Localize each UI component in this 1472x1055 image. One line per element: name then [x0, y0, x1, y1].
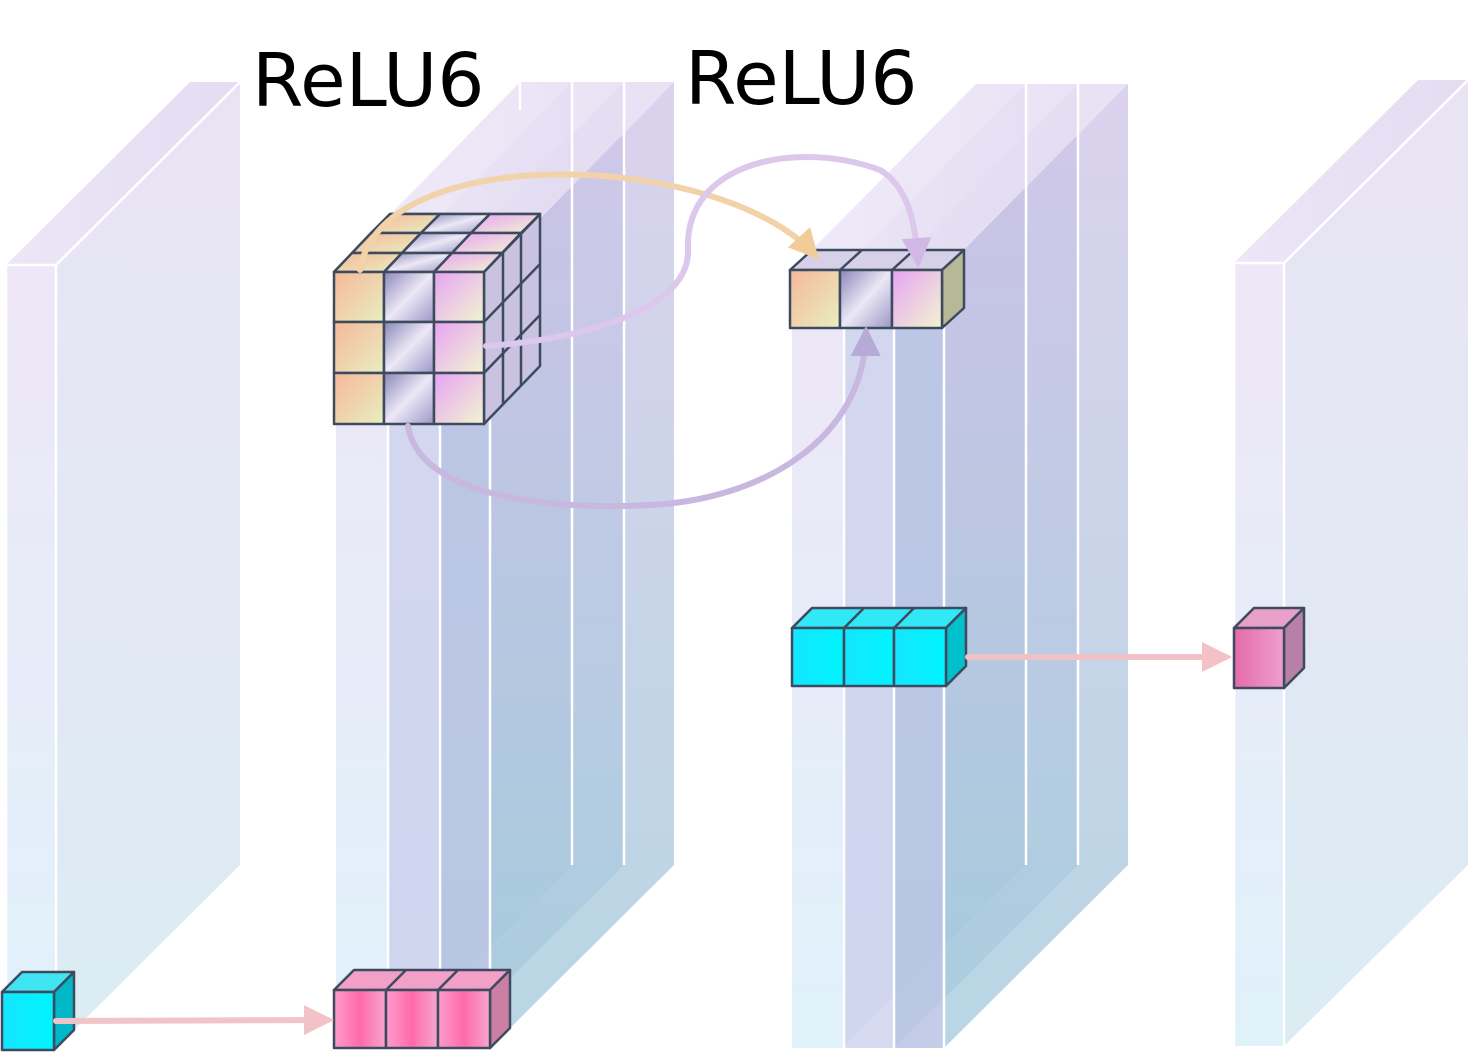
- projection-output-cube: [1232, 606, 1306, 690]
- arrow-lilac-bottom: [405, 326, 881, 510]
- projection-feature-map: [1232, 79, 1469, 1046]
- arrow-peach-top: [357, 171, 820, 273]
- arrow-lilac-s: [483, 154, 932, 349]
- activation-label-left: ReLU6: [252, 38, 484, 124]
- depthwise-output-cubes: [788, 248, 966, 330]
- arrow-input-to-expansion: [53, 1005, 334, 1036]
- depthwise-feature-maps: [792, 84, 1128, 1048]
- input-feature-map: [4, 81, 241, 1048]
- projection-input-cubes: [790, 606, 968, 688]
- activation-label-right: ReLU6: [685, 36, 917, 122]
- input-pixel-cube: [0, 970, 76, 1052]
- arrows: [53, 154, 1232, 1036]
- expansion-output-cubes: [332, 968, 512, 1050]
